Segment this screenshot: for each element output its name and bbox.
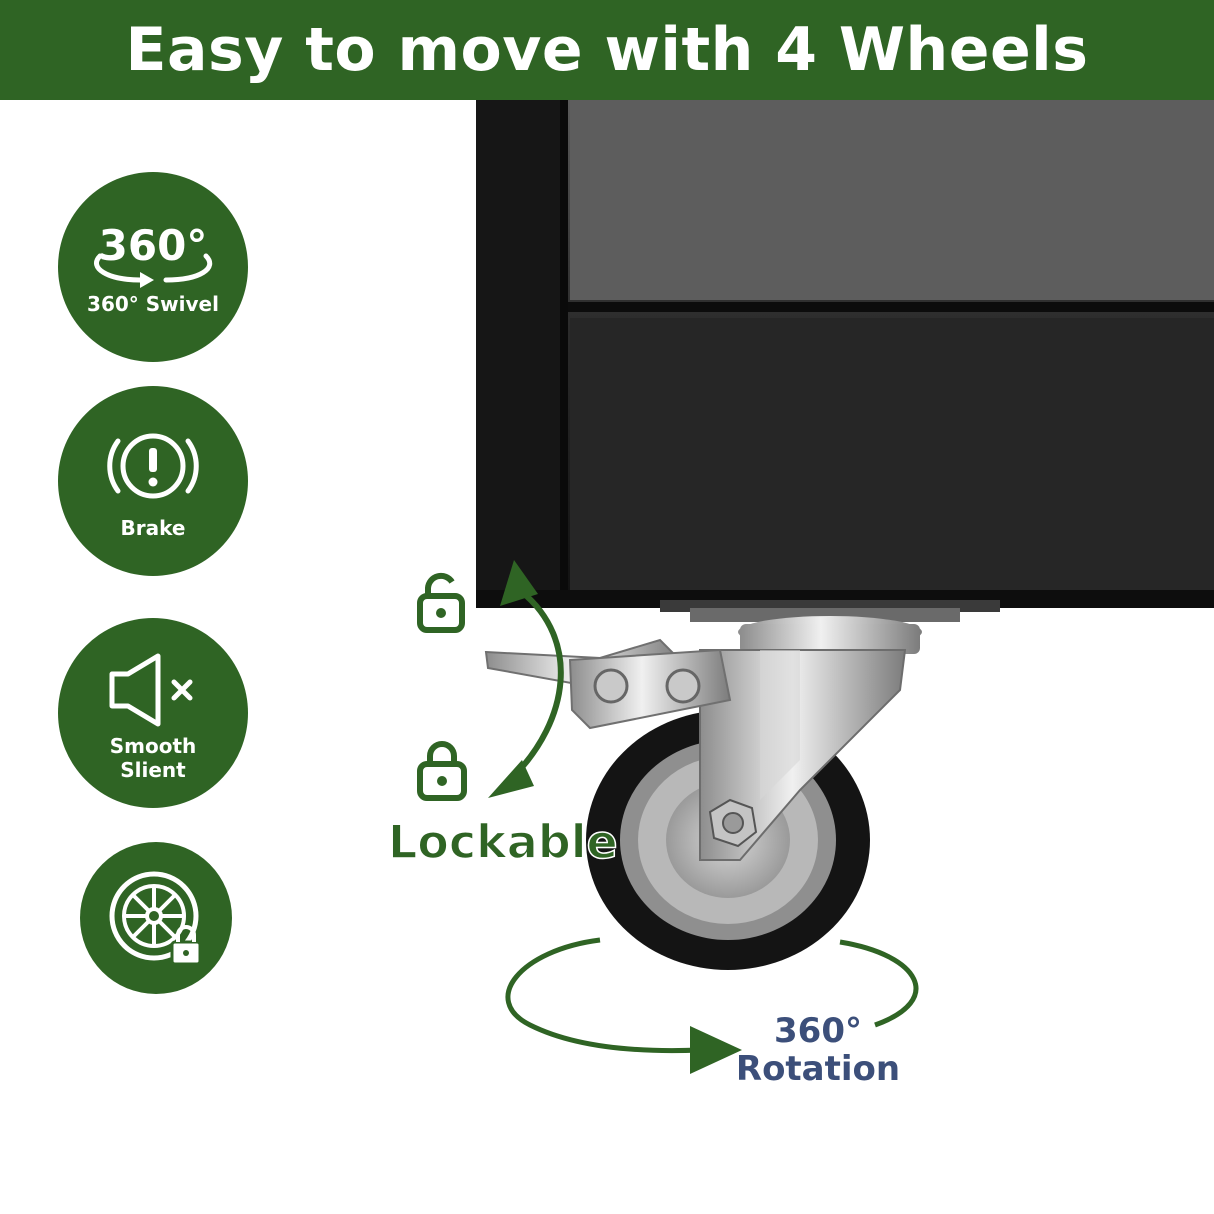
brake-lever — [484, 638, 732, 730]
360-swivel-icon: 360° — [94, 221, 213, 288]
brake-warning-icon — [107, 433, 199, 499]
caster-mount — [660, 600, 1000, 654]
feature-badge-wheel-lock — [80, 842, 232, 994]
feature-badge-silent: Smooth Slient — [58, 618, 248, 808]
lock-direction-arrow — [488, 560, 564, 798]
banner-title: Easy to move with 4 Wheels — [125, 15, 1089, 85]
speaker-mute-icon — [109, 653, 193, 727]
feature-label-swivel: 360° Swivel — [87, 292, 219, 316]
swivel-number: 360° — [99, 221, 208, 270]
unlocked-padlock-icon — [417, 572, 465, 633]
feature-badge-swivel: 360° 360° Swivel — [58, 172, 248, 362]
title-banner: Easy to move with 4 Wheels — [0, 0, 1214, 100]
feature-label-silent: Smooth Slient — [109, 734, 197, 782]
caster-fork — [699, 649, 907, 861]
rotation-label: Rotation — [736, 1049, 900, 1089]
rotation-degree-label: 360° — [774, 1011, 862, 1051]
rotation-arrow — [505, 937, 919, 1074]
lockable-label: Lockable — [388, 815, 618, 869]
wheel-lock-icon — [109, 871, 202, 966]
cabinet-body — [476, 100, 1214, 608]
feature-badge-brake: Brake — [58, 386, 248, 576]
locked-padlock-icon — [417, 741, 467, 801]
feature-label-brake: Brake — [120, 516, 186, 540]
